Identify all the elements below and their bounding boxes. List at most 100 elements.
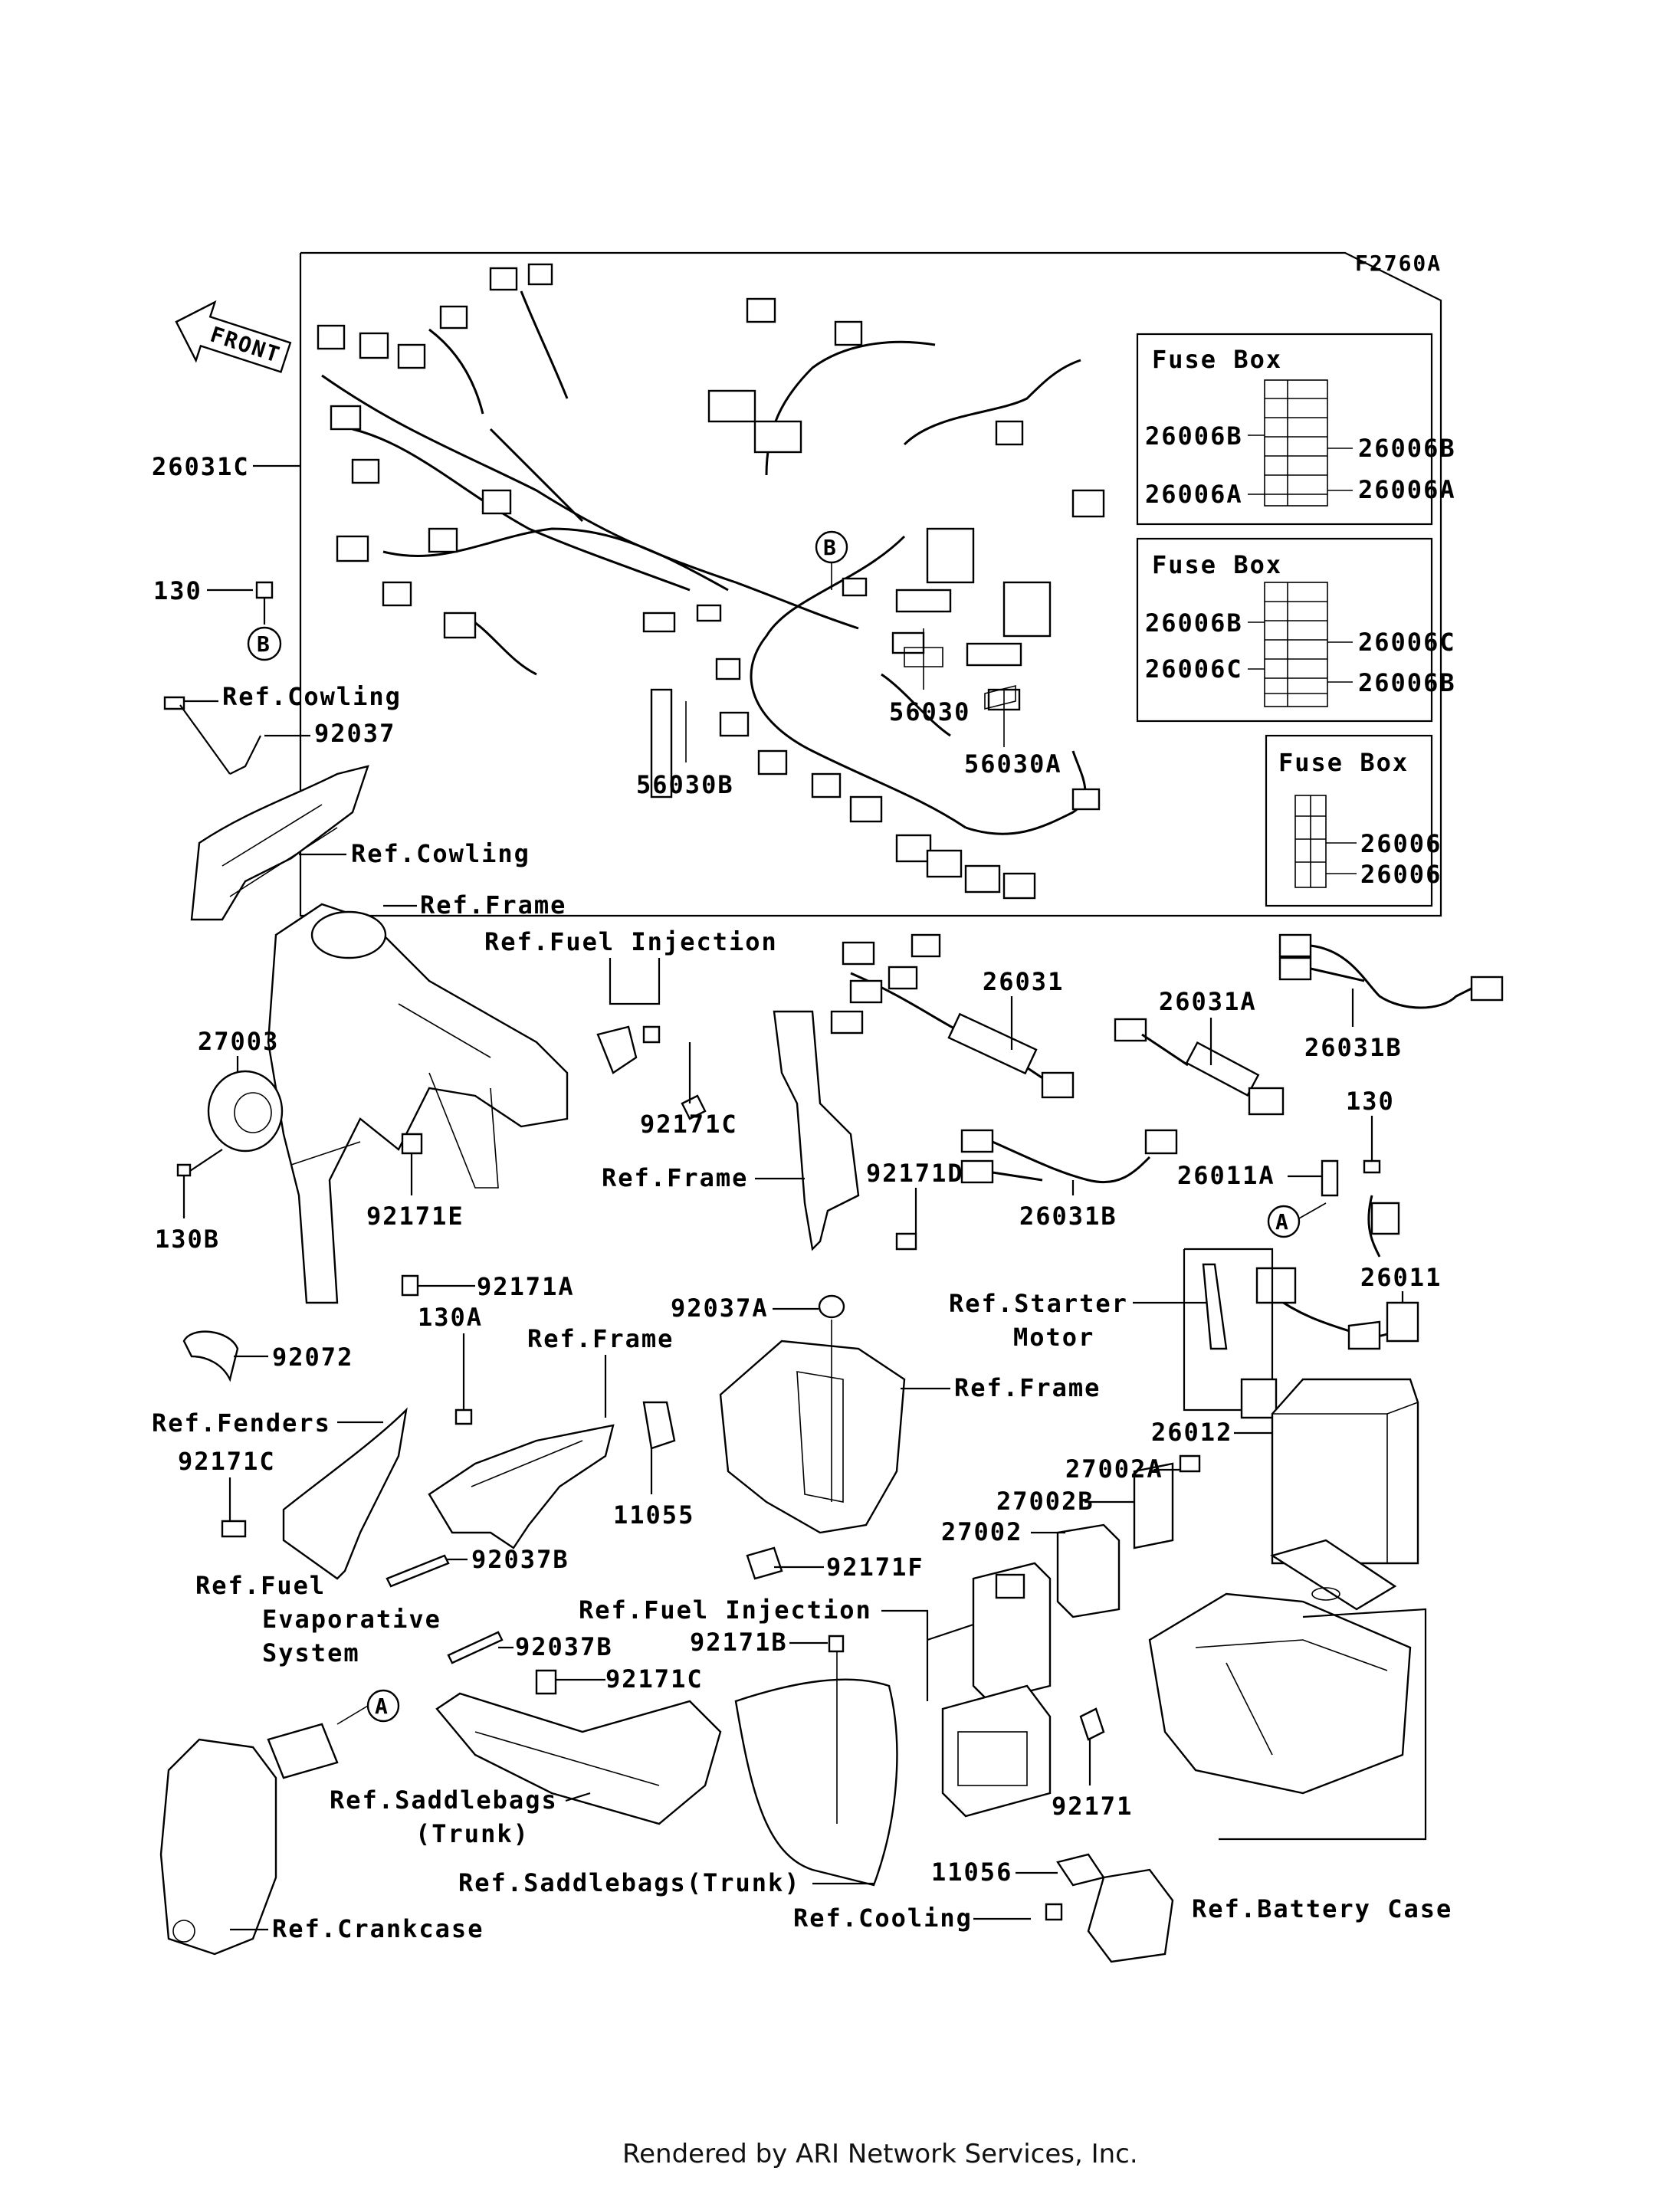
footer-credit: Rendered by ARI Network Services, Inc. bbox=[622, 2139, 1138, 2169]
harness-26031 bbox=[830, 933, 1075, 1099]
saddlebag-cover bbox=[734, 1678, 898, 1887]
cable-tie-92072 bbox=[182, 1330, 239, 1382]
label-92072: 92072 bbox=[272, 1343, 353, 1372]
label-92171D: 92171D bbox=[866, 1159, 964, 1188]
label-130B: 130B bbox=[155, 1225, 220, 1254]
fuse-box-2-right-bottom: 26006B bbox=[1358, 668, 1456, 697]
label-92037A: 92037A bbox=[671, 1294, 769, 1323]
label-ref-fuel-injection-1: Ref.Fuel Injection bbox=[484, 927, 778, 956]
saddlebag-bracket bbox=[435, 1692, 722, 1825]
label-92171C-2: 92171C bbox=[178, 1447, 276, 1476]
label-130: 130 bbox=[153, 576, 202, 605]
label-ref-crankcase: Ref.Crankcase bbox=[272, 1914, 484, 1943]
label-92037: 92037 bbox=[314, 719, 395, 748]
label-ref-frame-3: Ref.Frame bbox=[527, 1324, 674, 1353]
fuse-box-3-right-bottom: 26006 bbox=[1360, 860, 1442, 889]
frame-right bbox=[773, 1010, 860, 1251]
label-92171C-3: 92171C bbox=[605, 1664, 704, 1694]
fuse-box-2-title: Fuse Box bbox=[1152, 550, 1282, 579]
coolant-reservoir bbox=[1087, 1868, 1174, 1963]
fuse-box-1: Fuse Box bbox=[1136, 333, 1433, 526]
fuse-box-3-title: Fuse Box bbox=[1278, 748, 1409, 777]
label-ref-fuel-evap-3: System bbox=[262, 1638, 360, 1667]
label-27002A: 27002A bbox=[1065, 1454, 1163, 1484]
fuse-box-1-right-top: 26006B bbox=[1358, 434, 1456, 463]
label-92171F: 92171F bbox=[826, 1553, 924, 1582]
marker-B-1: B bbox=[823, 535, 838, 560]
fuse-box-1-title: Fuse Box bbox=[1152, 345, 1282, 374]
harness-26031A bbox=[1114, 1018, 1285, 1116]
cowling-bracket bbox=[163, 696, 369, 921]
fuse-box-1-left-bottom: 26006A bbox=[1145, 480, 1243, 509]
ecu-27002 bbox=[941, 1454, 1201, 1818]
label-26011A: 26011A bbox=[1177, 1161, 1275, 1190]
frame-bracket bbox=[428, 1401, 676, 1549]
label-ref-frame-1: Ref.Frame bbox=[420, 890, 566, 920]
label-27003: 27003 bbox=[198, 1027, 279, 1056]
frame-left bbox=[267, 903, 569, 1304]
label-130-2: 130 bbox=[1346, 1087, 1395, 1116]
main-harness-26031C bbox=[317, 263, 1105, 900]
label-ref-frame-2: Ref.Frame bbox=[602, 1163, 748, 1192]
battery bbox=[1271, 1378, 1419, 1565]
label-92171: 92171 bbox=[1052, 1792, 1133, 1821]
label-130A: 130A bbox=[418, 1303, 483, 1332]
marker-A-2: A bbox=[375, 1694, 389, 1719]
label-92037B-1: 92037B bbox=[471, 1545, 569, 1574]
label-56030A: 56030A bbox=[964, 749, 1062, 779]
label-27002: 27002 bbox=[941, 1517, 1022, 1546]
label-ref-battery-case: Ref.Battery Case bbox=[1192, 1894, 1452, 1923]
label-92037B-2: 92037B bbox=[515, 1632, 613, 1661]
label-ref-fuel-evap-1: Ref.Fuel bbox=[195, 1571, 326, 1600]
crankcase bbox=[159, 1738, 277, 1956]
figure-code: F2760A bbox=[1355, 251, 1442, 276]
fuse-box-2: Fuse Box bbox=[1136, 537, 1433, 723]
label-ref-frame-4: Ref.Frame bbox=[954, 1373, 1101, 1402]
fuse-box-1-right-bottom: 26006A bbox=[1358, 475, 1456, 504]
fender bbox=[282, 1407, 408, 1580]
label-26031: 26031 bbox=[983, 967, 1064, 996]
label-92171A: 92171A bbox=[477, 1272, 575, 1301]
fuse-box-3-right-top: 26006 bbox=[1360, 829, 1442, 858]
battery-case bbox=[1148, 1539, 1412, 1795]
label-92171C-1: 92171C bbox=[640, 1110, 738, 1139]
label-26011: 26011 bbox=[1360, 1263, 1442, 1292]
label-26012: 26012 bbox=[1151, 1418, 1232, 1447]
marker-A-1: A bbox=[1275, 1209, 1290, 1235]
marker-B-2: B bbox=[257, 631, 271, 657]
label-27002B: 27002B bbox=[996, 1487, 1094, 1516]
label-26031B-1: 26031B bbox=[1304, 1033, 1403, 1062]
label-ref-starter-2: Motor bbox=[1013, 1323, 1094, 1352]
label-ref-fenders: Ref.Fenders bbox=[152, 1408, 331, 1438]
label-56030B: 56030B bbox=[636, 770, 734, 799]
label-ref-saddlebags-1a: Ref.Saddlebags bbox=[330, 1785, 558, 1815]
label-11056: 11056 bbox=[931, 1858, 1012, 1887]
front-arrow: FRONT bbox=[175, 300, 292, 373]
label-ref-saddlebags-1b: (Trunk) bbox=[415, 1819, 530, 1848]
label-ref-starter-1: Ref.Starter bbox=[949, 1289, 1128, 1318]
harness-26031B-middle bbox=[960, 1129, 1178, 1184]
label-26031C: 26031C bbox=[152, 452, 250, 481]
label-ref-fuel-evap-2: Evaporative bbox=[262, 1605, 441, 1634]
label-26031B-2: 26031B bbox=[1019, 1202, 1117, 1231]
fuse-box-2-left-top: 26006B bbox=[1145, 608, 1243, 638]
label-ref-cowling-1: Ref.Cowling bbox=[222, 682, 402, 711]
fuse-box-1-left-top: 26006B bbox=[1145, 421, 1243, 451]
fuse-box-2-right-top: 26006C bbox=[1358, 628, 1456, 657]
label-11055: 11055 bbox=[613, 1500, 694, 1530]
label-92171B: 92171B bbox=[690, 1628, 788, 1657]
frame-center-plate bbox=[719, 1340, 906, 1534]
label-ref-saddlebags-2: Ref.Saddlebags(Trunk) bbox=[458, 1868, 801, 1897]
fuse-box-2-left-bottom: 26006C bbox=[1145, 654, 1243, 684]
horn-27003 bbox=[207, 1070, 284, 1153]
label-ref-fuel-injection-2: Ref.Fuel Injection bbox=[579, 1595, 872, 1625]
cable-26011 bbox=[1255, 1195, 1419, 1350]
label-56030: 56030 bbox=[889, 697, 970, 726]
label-ref-cooling: Ref.Cooling bbox=[793, 1904, 973, 1933]
harness-26031B-top bbox=[1278, 933, 1504, 1009]
fuse-box-3: Fuse Box bbox=[1265, 734, 1433, 907]
label-ref-cowling-2: Ref.Cowling bbox=[351, 839, 530, 868]
label-26031A: 26031A bbox=[1159, 987, 1257, 1016]
label-92171E: 92171E bbox=[366, 1202, 464, 1231]
